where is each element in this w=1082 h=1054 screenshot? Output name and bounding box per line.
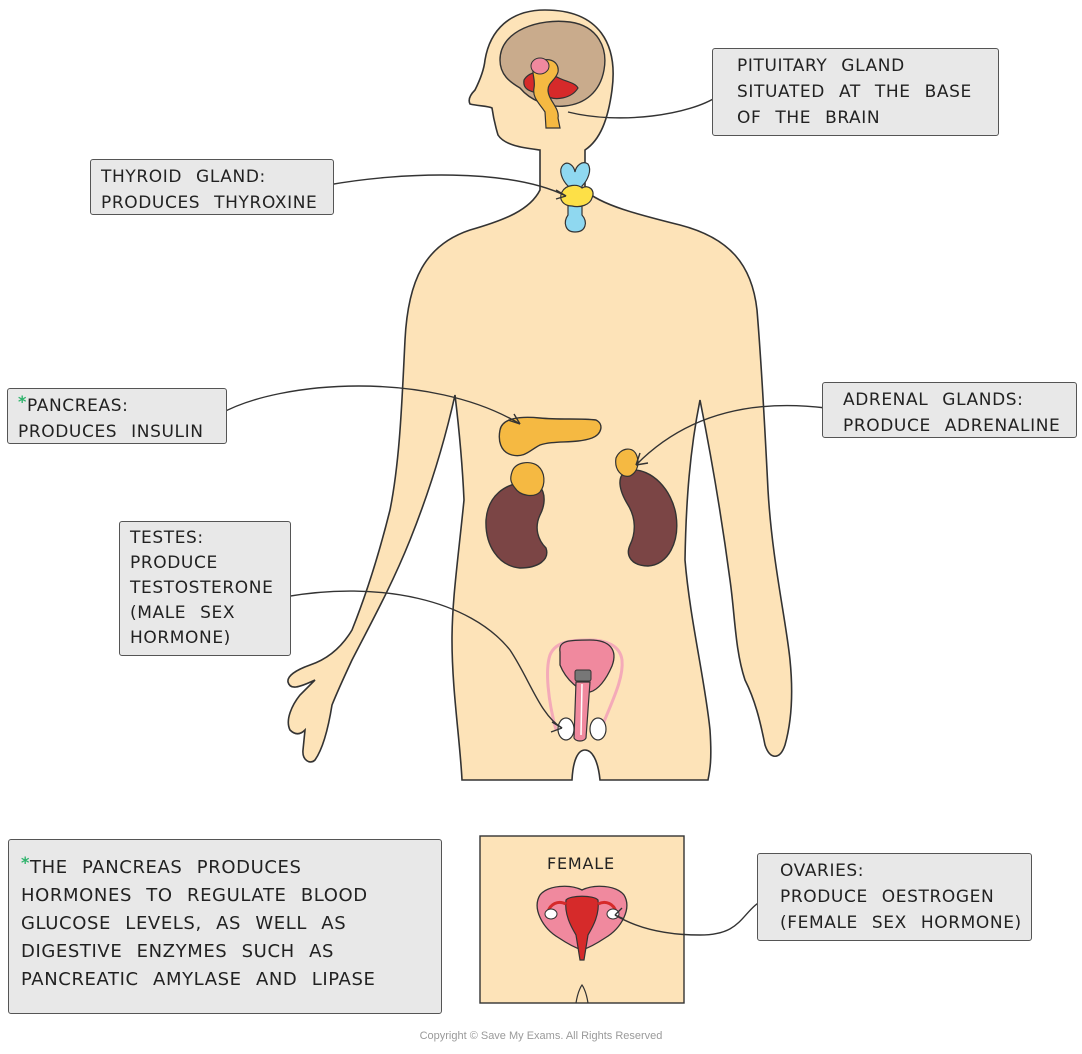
adrenal-line-1: ADRENAL GLANDS: (843, 390, 1024, 410)
pancreas-note: *THE PANCREAS PRODUCES HORMONES TO REGUL… (8, 839, 442, 1014)
label-adrenal: ADRENAL GLANDS: PRODUCE ADRENALINE (822, 382, 1077, 438)
female-hips-outline (575, 984, 589, 1004)
testes-line-5: HORMONE) (130, 628, 231, 648)
pointer-adrenal (635, 404, 827, 466)
note-first-line: THE PANCREAS PRODUCES (29, 857, 302, 878)
prostate (574, 669, 592, 682)
testis-right (589, 717, 607, 741)
testes-line-1: TESTES: (130, 528, 204, 548)
note-line-1: *THE PANCREAS PRODUCES (21, 854, 429, 882)
female-panel-title: FEMALE (547, 854, 615, 873)
note-line-5: PANCREATIC AMYLASE AND LIPASE (21, 969, 376, 990)
uterus (565, 895, 599, 961)
body-silhouette (287, 9, 793, 781)
adrenal-line-2: PRODUCE ADRENALINE (843, 416, 1061, 436)
pituitary-line-3: OF THE BRAIN (737, 108, 881, 128)
pointer-ovaries (614, 896, 769, 936)
label-pancreas: *PANCREAS: PRODUCES INSULIN (7, 388, 227, 444)
urethra-line (580, 683, 583, 736)
label-testes: TESTES: PRODUCE TESTOSTERONE (MALE SEX H… (119, 521, 291, 656)
label-pituitary: PITUITARY GLAND SITUATED AT THE BASE OF … (712, 48, 999, 136)
label-ovaries: OVARIES: PRODUCE OESTROGEN (FEMALE SEX H… (757, 853, 1032, 941)
note-line-2: HORMONES TO REGULATE BLOOD (21, 885, 368, 906)
pointer-testes (283, 590, 563, 729)
ovary-left (544, 908, 558, 920)
pituitary-line-1: PITUITARY GLAND (737, 56, 905, 76)
testes-line-4: (MALE SEX (130, 603, 236, 623)
hypothalamus (530, 57, 550, 75)
thyroid-line-2: PRODUCES THYROXINE (101, 193, 318, 213)
ovaries-line-2: PRODUCE OESTROGEN (780, 887, 995, 907)
adrenal-gland-left (510, 462, 545, 497)
testes-line-3: TESTOSTERONE (130, 578, 274, 598)
pointer-pituitary (567, 95, 719, 119)
arrowhead-ovaries (614, 907, 625, 920)
pituitary-gland (532, 59, 561, 129)
testes-line-2: PRODUCE (130, 553, 218, 573)
thyroid-line-1: THYROID GLAND: (101, 167, 266, 187)
pointer-pancreas (219, 385, 521, 425)
pancreas (498, 416, 602, 457)
kidney-right (619, 469, 678, 567)
arrowhead-adrenal (635, 452, 649, 466)
pancreas-line-2: PRODUCES INSULIN (18, 422, 204, 442)
parathyroid (560, 184, 594, 208)
copyright-text: Copyright © Save My Exams. All Rights Re… (419, 1030, 663, 1042)
pancreas-title: PANCREAS: (26, 396, 129, 416)
pointer-thyroid (327, 174, 567, 197)
pancreas-line-1: *PANCREAS: (18, 393, 216, 419)
arrowhead-pancreas (507, 413, 521, 425)
arrowhead-thyroid (555, 189, 567, 200)
note-line-4: DIGESTIVE ENZYMES SUCH AS (21, 941, 335, 962)
ovaries-line-3: (FEMALE SEX HORMONE) (780, 913, 1022, 933)
kidney-left (485, 481, 548, 569)
arrowhead-testes (550, 721, 563, 733)
ovary-right (606, 908, 620, 920)
label-thyroid: THYROID GLAND: PRODUCES THYROXINE (90, 159, 334, 215)
pancreas-star: * (18, 392, 27, 411)
ovaries-line-1: OVARIES: (780, 861, 865, 881)
pituitary-line-2: SITUATED AT THE BASE (737, 82, 972, 102)
note-star: * (21, 853, 30, 872)
note-line-3: GLUCOSE LEVELS, AS WELL AS (21, 913, 347, 934)
adrenal-gland-right (615, 448, 639, 477)
